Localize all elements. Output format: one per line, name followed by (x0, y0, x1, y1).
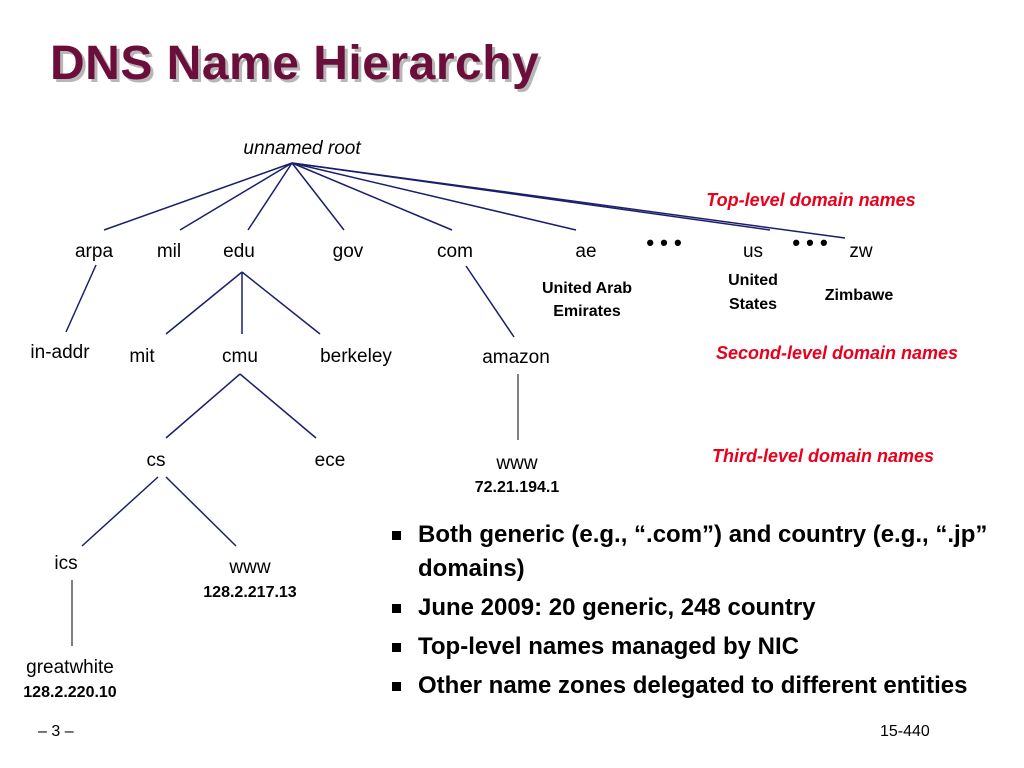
edge-edu-berkeley (241, 271, 321, 335)
edge-edu-mit (165, 271, 243, 335)
ip-amazon-www: 72.21.194.1 (475, 479, 560, 496)
edge-root-ae (291, 162, 577, 231)
edge-root-gov (291, 162, 345, 231)
edge-root-zw (291, 162, 846, 239)
bullet-item: Both generic (e.g., “.com”) and country … (388, 518, 988, 586)
node-berkeley: berkeley (320, 346, 392, 367)
ellipsis-1: • • • (646, 230, 681, 255)
country-name-zw: Zimbawe (825, 287, 894, 304)
edge-cmu-ece (239, 373, 317, 439)
node-cs-www: www (228, 557, 270, 578)
label-third-level: Third-level domain names (712, 446, 934, 466)
country-name-us-line2: States (729, 296, 777, 313)
bullet-item: Other name zones delegated to different … (388, 669, 988, 703)
edge-arpa-inaddr (65, 264, 97, 333)
node-edu: edu (223, 241, 255, 262)
node-ics: ics (54, 553, 77, 574)
node-mit: mit (129, 346, 155, 367)
edge-cmu-cs (165, 373, 241, 439)
country-name-ae-line2: Emirates (553, 303, 621, 320)
page-number: – 3 – (38, 723, 74, 740)
course-number: 15-440 (880, 723, 930, 740)
bullet-item: Top-level names managed by NIC (388, 630, 988, 664)
node-in-addr: in-addr (30, 342, 90, 363)
node-arpa: arpa (75, 241, 113, 262)
node-unnamed-root: unnamed root (243, 138, 361, 159)
node-ae: ae (575, 241, 596, 262)
node-ece: ece (315, 450, 346, 471)
node-gov: gov (333, 241, 364, 262)
node-amazon: amazon (482, 347, 550, 368)
node-cs: cs (147, 450, 166, 471)
edge-root-edu (247, 162, 293, 231)
edge-root-com (291, 162, 453, 231)
edge-root-arpa (103, 162, 293, 231)
node-cmu: cmu (222, 346, 258, 367)
node-mil: mil (157, 241, 181, 262)
country-name-us-line1: United (728, 272, 778, 289)
bullet-item: June 2009: 20 generic, 248 country (388, 591, 988, 625)
ip-cs-www: 128.2.217.13 (203, 584, 297, 601)
edge-com-amazon (465, 265, 515, 338)
edge-cs-www (165, 476, 237, 547)
node-greatwhite: greatwhite (26, 657, 114, 678)
ip-greatwhite: 128.2.220.10 (23, 684, 117, 701)
node-amazon-www: www (495, 453, 537, 474)
bullet-list: Both generic (e.g., “.com”) and country … (388, 518, 988, 708)
edge-root-mil (179, 162, 293, 231)
edge-cs-ics (81, 476, 159, 547)
country-name-ae-line1: United Arab (542, 280, 632, 297)
node-com: com (437, 241, 473, 262)
lower-edges (65, 264, 519, 646)
slide-title: DNS Name Hierarchy (50, 37, 540, 90)
ellipsis-2: • • • (792, 230, 827, 255)
root-edges (103, 162, 846, 239)
label-top-level: Top-level domain names (706, 190, 915, 210)
node-zw: zw (849, 241, 873, 262)
label-second-level: Second-level domain names (716, 343, 958, 363)
node-us: us (743, 241, 763, 262)
